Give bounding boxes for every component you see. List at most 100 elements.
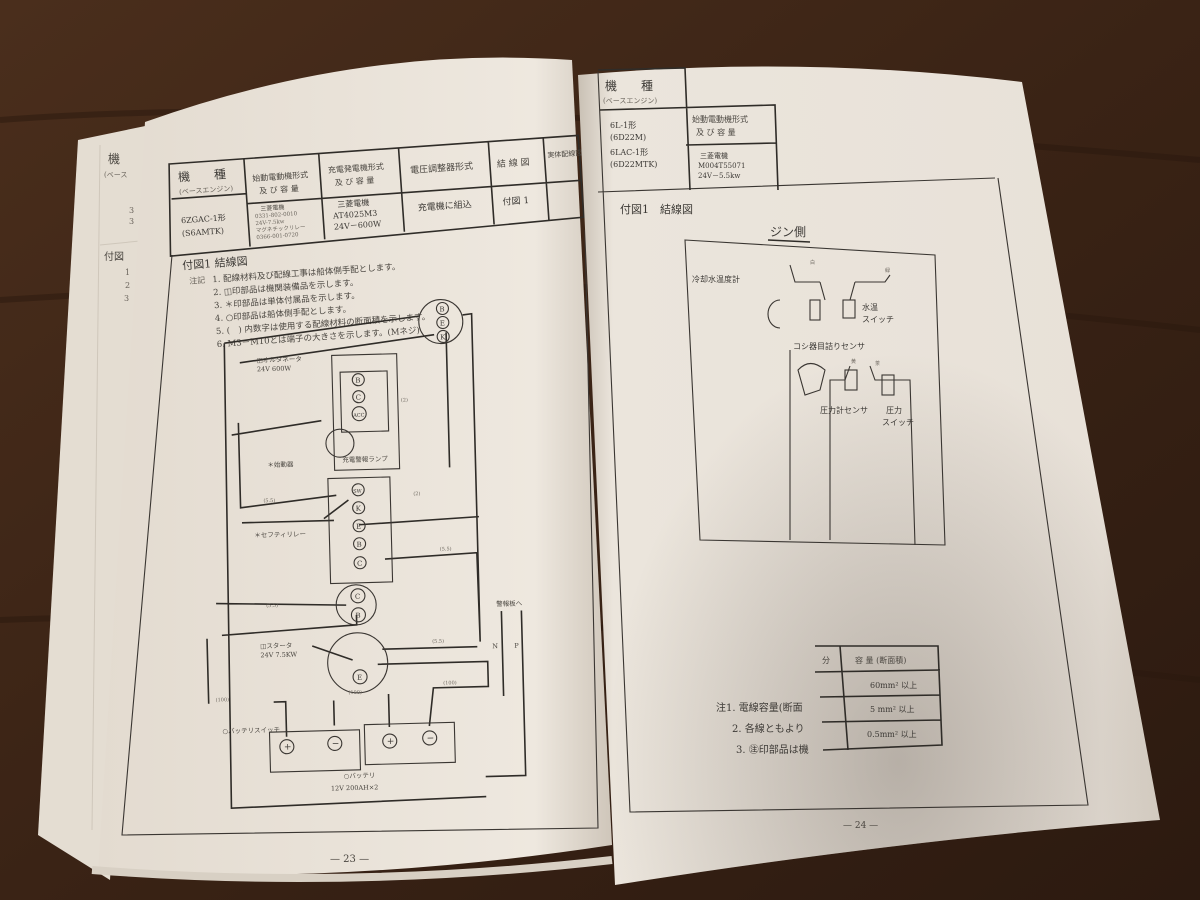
svg-text:B: B	[355, 612, 360, 620]
figure-title: 付図1 結線図	[182, 254, 248, 273]
wire-size: (2)	[413, 490, 420, 497]
pressure-switch-label: 圧力	[886, 405, 902, 415]
starter-label: ◫スタータ	[260, 641, 292, 651]
svg-text:B: B	[355, 377, 360, 385]
left-page: 機 種 (ベースエンジン) 6ZGAC-1形 (S6AMTK) 始動電動機形式 …	[91, 57, 613, 882]
starter-value: M004T55071	[698, 162, 745, 170]
wire-color: 白	[810, 259, 815, 266]
svg-text:E: E	[440, 319, 445, 327]
svg-text:B: B	[357, 541, 362, 549]
water-temp-switch-label: スイッチ	[862, 315, 894, 324]
model-value: 6ZGAC-1形	[181, 213, 226, 225]
alternator-spec: 24V 600W	[257, 364, 292, 373]
battery-label: ○バッテリ	[344, 771, 376, 780]
terminal: C	[350, 588, 366, 604]
terminal: C	[353, 556, 367, 570]
starter-value: 24V－5.5kw	[698, 172, 740, 180]
svg-text:E: E	[357, 674, 362, 682]
coolant-gauge-label: 冷却水温度計	[692, 274, 740, 284]
terminal: K	[352, 501, 366, 515]
terminal: ACC	[351, 406, 367, 422]
svg-text:C: C	[357, 560, 363, 568]
starter-value: 三菱電機	[700, 151, 728, 160]
note: 2. 各線ともより	[732, 722, 805, 735]
model-sub: (ベースエンジン)	[179, 185, 234, 197]
battery-minus: −	[427, 734, 435, 744]
model-value: 6L-1形	[610, 121, 636, 130]
alternator-value: 24V－600W	[334, 219, 383, 231]
wire-size: (2)	[401, 396, 408, 403]
svg-text:K: K	[356, 505, 362, 513]
terminal: K	[436, 329, 450, 344]
svg-text:ACC: ACC	[352, 413, 365, 419]
terminal: SW	[351, 483, 365, 497]
svg-text:C: C	[356, 394, 362, 402]
model-value: 6LAC-1形	[610, 148, 648, 157]
back-model-label: 機	[108, 151, 120, 166]
terminal: E	[436, 315, 450, 330]
terminal: B	[350, 607, 366, 623]
wire-size: (5.5)	[266, 602, 278, 609]
back-row-value: 3	[129, 206, 134, 215]
svg-text:SW: SW	[353, 489, 363, 495]
starter-value: マグネチックリレー	[256, 223, 306, 234]
wire-capacity-table: 分 容 量 (断面積) 60mm² 以上 5 mm² 以上 0.5mm² 以上	[814, 645, 943, 751]
wire-size: (100)	[443, 679, 457, 686]
back-figure-item: 1	[125, 268, 130, 277]
starter-label: 始動電動機形式	[252, 169, 309, 183]
svg-text:E: E	[356, 523, 361, 531]
back-figure-item: 2	[125, 281, 130, 290]
model-sub: (ベースエンジン)	[603, 97, 657, 105]
table-header: 分	[822, 656, 830, 665]
model-value: (S6AMTK)	[182, 226, 225, 238]
starter-label: 及 び 容 量	[696, 127, 736, 137]
alternator-label: ◫オルタネータ	[257, 354, 302, 364]
wire-size: (5.5)	[440, 545, 452, 552]
figure-title: 付図1 結線図	[620, 202, 693, 216]
alternator-label: 及 び 容 量	[334, 175, 374, 188]
table-cell: 5 mm² 以上	[870, 705, 915, 714]
battery-plus: +	[387, 737, 395, 747]
page-number-24: — 24 —	[843, 821, 878, 831]
back-row-value: 3	[129, 217, 134, 226]
alternator-value: AT4025M3	[332, 209, 378, 221]
wire-color: 黄	[851, 358, 856, 365]
model-label: 機 種	[177, 166, 226, 184]
left-header-table: 機 種 (ベースエンジン) 6ZGAC-1形 (S6AMTK) 始動電動機形式 …	[168, 134, 585, 350]
safety-relay-label: ＊セフティリレー	[254, 530, 306, 539]
starter-value: 0331-802-0010	[255, 211, 298, 220]
model-value: (6D22M)	[610, 133, 646, 142]
wire-size: (5.5)	[432, 638, 444, 645]
wire-size: (5.5)	[263, 497, 275, 504]
battery-switch-label: ○バッテリスイッチ	[222, 726, 280, 736]
water-temp-switch-label: 水温	[862, 302, 878, 312]
back-figure-label: 付図	[104, 250, 124, 263]
starter-label: 及 び 容 量	[259, 183, 299, 196]
terminal: B	[351, 373, 365, 387]
svg-text:K: K	[440, 333, 446, 341]
starter-spec: 24V 7.5KW	[260, 650, 297, 659]
terminal-n: N	[492, 642, 498, 650]
starter-value: 三菱電機	[260, 203, 285, 213]
terminal: B	[435, 301, 449, 316]
terminal-p: P	[514, 642, 519, 650]
terminal: E	[352, 669, 368, 685]
wire-size: (100)	[216, 696, 230, 703]
terminal: C	[352, 390, 366, 404]
wiring-diagram-right: 冷却水温度計 水温 スイッチ コシ器目詰りセンサ 圧力計センサ 圧力 スイッチ …	[684, 239, 946, 546]
terminal: E	[352, 519, 366, 533]
table-cell: 60mm² 以上	[870, 681, 917, 690]
starter-switch-label: ＊始動器	[267, 459, 294, 469]
wire-size: (100)	[348, 689, 362, 696]
notes-label: 注記	[189, 275, 206, 286]
battery-minus: −	[332, 739, 340, 749]
alarm-panel-label: 警報板へ	[496, 598, 523, 608]
table-cell: 0.5mm² 以上	[867, 730, 917, 739]
regulator-value: 充電機に組込	[417, 198, 472, 214]
alternator-label: 充電発電機形式	[328, 161, 385, 175]
wiring-diagram-left: B E K B C ACC SW K E B C C B E (2) (5.5)…	[206, 298, 527, 810]
svg-text:C: C	[355, 593, 361, 601]
note: 3. ㊟印部品は機	[736, 743, 809, 756]
pressure-switch-label: スイッチ	[882, 418, 914, 427]
